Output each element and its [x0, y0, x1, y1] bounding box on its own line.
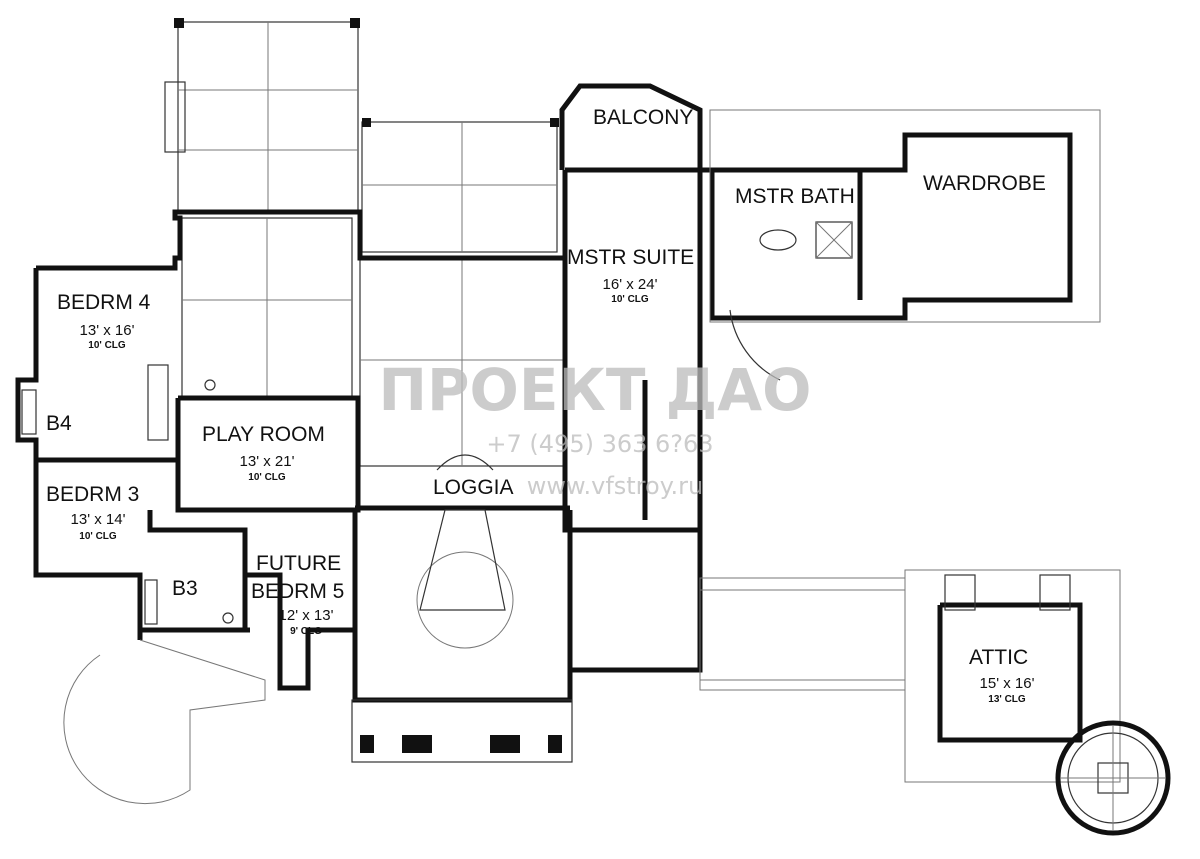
future-bedrm5-label-line1: FUTURE [256, 552, 341, 575]
bedrm4-size: 13' x 16' [80, 322, 135, 339]
future-bedrm5-clg: 9' CLG [290, 626, 322, 637]
bedrm3-label: BEDRM 3 [46, 483, 139, 506]
mstr-suite-label: MSTR SUITE [567, 246, 694, 269]
loggia-label: LOGGIA [433, 476, 514, 499]
mstr-suite-size: 16' x 24' [603, 276, 658, 293]
pergola-top-left [164, 18, 360, 213]
wardrobe-label: WARDROBE [923, 172, 1046, 195]
future-bedrm5-size: 12' x 13' [279, 607, 334, 624]
play-room-label: PLAY ROOM [202, 423, 325, 446]
attic-size: 15' x 16' [980, 675, 1035, 692]
attic-label: ATTIC [969, 646, 1028, 669]
bedrm3-size: 13' x 14' [71, 511, 126, 528]
play-room-size: 13' x 21' [240, 453, 295, 470]
watermark-url: www.vfstroy.ru [527, 472, 703, 500]
fixtures [21, 221, 853, 625]
attic-clg: 13' CLG [988, 694, 1026, 705]
bedrm3-clg: 10' CLG [79, 531, 117, 542]
stair [416, 454, 514, 649]
bedrm4-label: BEDRM 4 [57, 291, 151, 314]
mstr-suite-clg: 10' CLG [611, 294, 649, 305]
pergola-center [361, 118, 559, 253]
play-room-clg: 10' CLG [248, 472, 286, 483]
roof-lines [63, 109, 1121, 805]
bedrm4-clg: 10' CLG [88, 340, 126, 351]
future-bedrm5-label-line2: BEDRM 5 [251, 580, 344, 603]
b3-label: B3 [172, 577, 198, 600]
watermark-phone: +7 (495) 363 6?63 [486, 430, 713, 458]
watermark-logo: ПРОЕКТ ДАО [379, 356, 812, 424]
attic [937, 574, 1171, 836]
balcony-label: BALCONY [593, 106, 693, 129]
mstr-bath-label: MSTR BATH [735, 185, 855, 208]
front-porch [351, 699, 573, 763]
b4-label: B4 [46, 412, 72, 435]
